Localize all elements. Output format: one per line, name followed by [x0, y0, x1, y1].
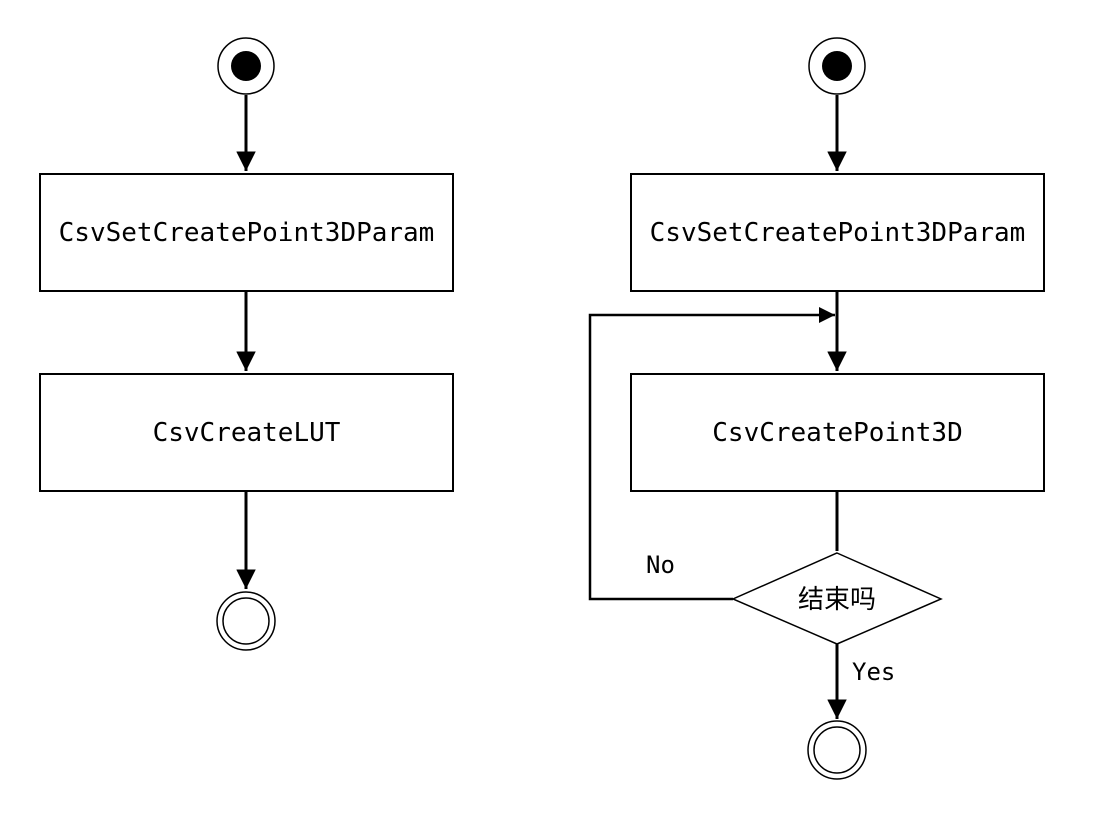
left-step1-box: CsvSetCreatePoint3DParam [39, 173, 454, 292]
no-label: No [646, 551, 675, 579]
right-step1-box: CsvSetCreatePoint3DParam [630, 173, 1045, 292]
decision-diamond: 结束吗 [731, 552, 943, 645]
loop-back-arrow [588, 306, 835, 601]
decision-label: 结束吗 [798, 585, 876, 615]
right-end-node [807, 720, 867, 780]
left-step2-box: CsvCreateLUT [39, 373, 454, 492]
right-flow: CsvSetCreatePoint3DParam CsvCreatePoint3… [588, 37, 1045, 780]
left-start-node [217, 37, 275, 95]
right-step2-label: CsvCreatePoint3D [712, 418, 962, 448]
left-step1-label: CsvSetCreatePoint3DParam [59, 218, 435, 248]
left-end-node [216, 591, 276, 651]
yes-label: Yes [852, 658, 895, 686]
right-step2-box: CsvCreatePoint3D [630, 373, 1045, 492]
right-start-node [808, 37, 866, 95]
left-step2-label: CsvCreateLUT [153, 418, 341, 448]
left-flow: CsvSetCreatePoint3DParam CsvCreateLUT [39, 37, 454, 651]
right-step1-label: CsvSetCreatePoint3DParam [650, 218, 1026, 248]
